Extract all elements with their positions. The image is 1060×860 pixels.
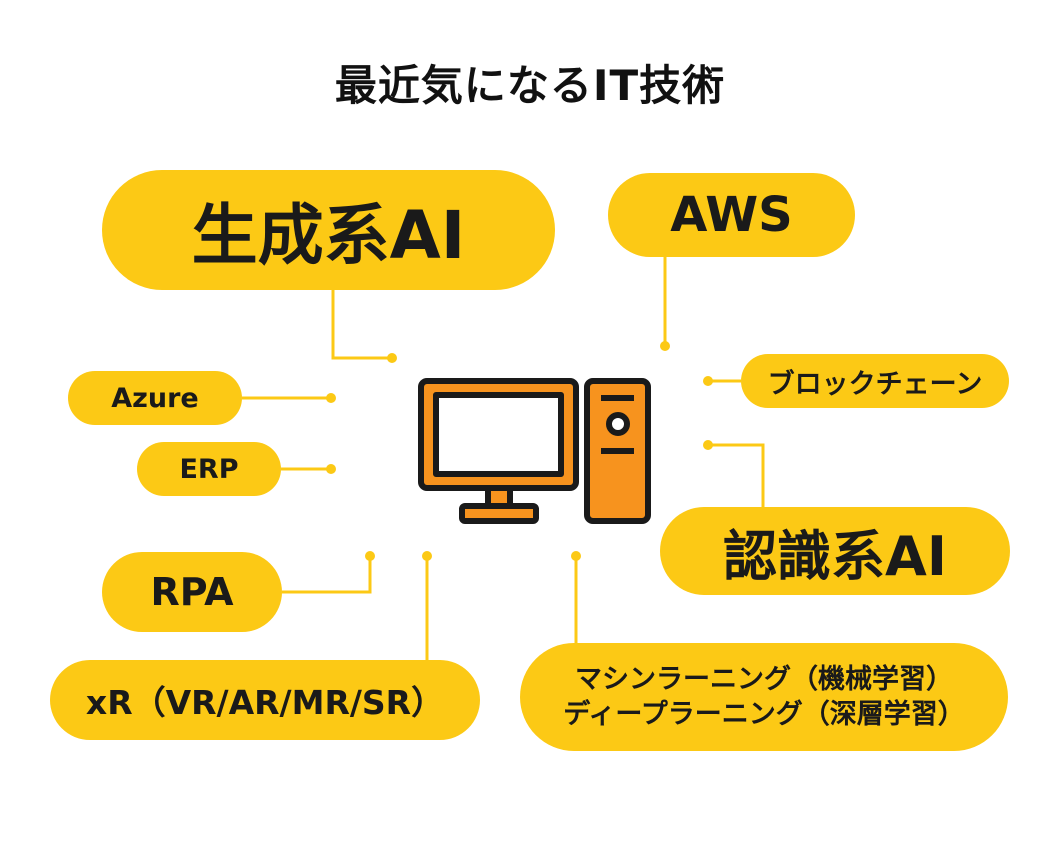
connector-dot bbox=[703, 440, 713, 450]
connector-generative-ai bbox=[331, 290, 392, 360]
node-aws: AWS bbox=[608, 173, 855, 257]
node-machine-learning: マシンラーニング（機械学習） ディープラーニング（深層学習） bbox=[520, 643, 1008, 751]
node-xr: xR（VR/AR/MR/SR） bbox=[50, 660, 480, 740]
connector-dot bbox=[660, 341, 670, 351]
connector-dot bbox=[326, 464, 336, 474]
node-generative-ai: 生成系AI bbox=[102, 170, 555, 290]
node-blockchain: ブロックチェーン bbox=[741, 354, 1009, 408]
node-azure: Azure bbox=[68, 371, 242, 425]
node-machine-learning-line2: ディープラーニング（深層学習） bbox=[563, 699, 965, 730]
connector-rpa bbox=[282, 556, 372, 594]
diagram-title: 最近気になるIT技術 bbox=[334, 61, 726, 110]
connector-dot bbox=[703, 376, 713, 386]
node-machine-learning-line1: マシンラーニング（機械学習） bbox=[575, 663, 953, 695]
node-recognition-ai: 認識系AI bbox=[660, 507, 1010, 595]
connector-dot bbox=[365, 551, 375, 561]
desktop-computer-icon bbox=[418, 378, 651, 524]
connector-dot bbox=[326, 393, 336, 403]
connector-dot bbox=[571, 551, 581, 561]
node-rpa: RPA bbox=[102, 552, 282, 632]
connector-dot bbox=[387, 353, 397, 363]
connector-recognition-ai bbox=[708, 443, 765, 507]
node-erp: ERP bbox=[137, 442, 281, 496]
connector-dot bbox=[422, 551, 432, 561]
